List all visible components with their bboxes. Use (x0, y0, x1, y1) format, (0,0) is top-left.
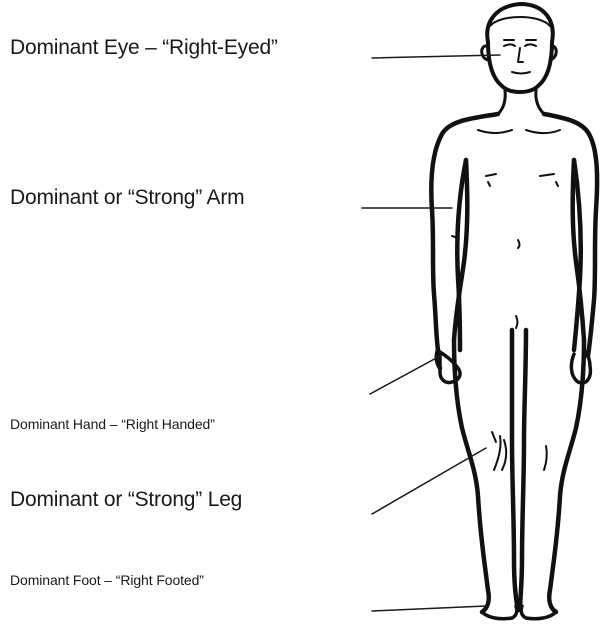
hand-leader-line (370, 356, 440, 394)
leg-leader-line (372, 448, 486, 514)
face-details (504, 40, 536, 74)
leg-details (492, 316, 547, 470)
dominant-eye-label: Dominant Eye – “Right-Eyed” (10, 37, 278, 58)
legs-outline (454, 330, 584, 612)
dominant-arm-label: Dominant or “Strong” Arm (10, 187, 244, 208)
dominant-hand-label: Dominant Hand – “Right Handed” (10, 417, 215, 431)
eye-leader-line (372, 55, 500, 58)
foot-leader-line (372, 606, 486, 611)
dominant-foot-label: Dominant Foot – “Right Footed” (10, 573, 204, 587)
dominant-leg-label: Dominant or “Strong” Leg (10, 489, 242, 510)
